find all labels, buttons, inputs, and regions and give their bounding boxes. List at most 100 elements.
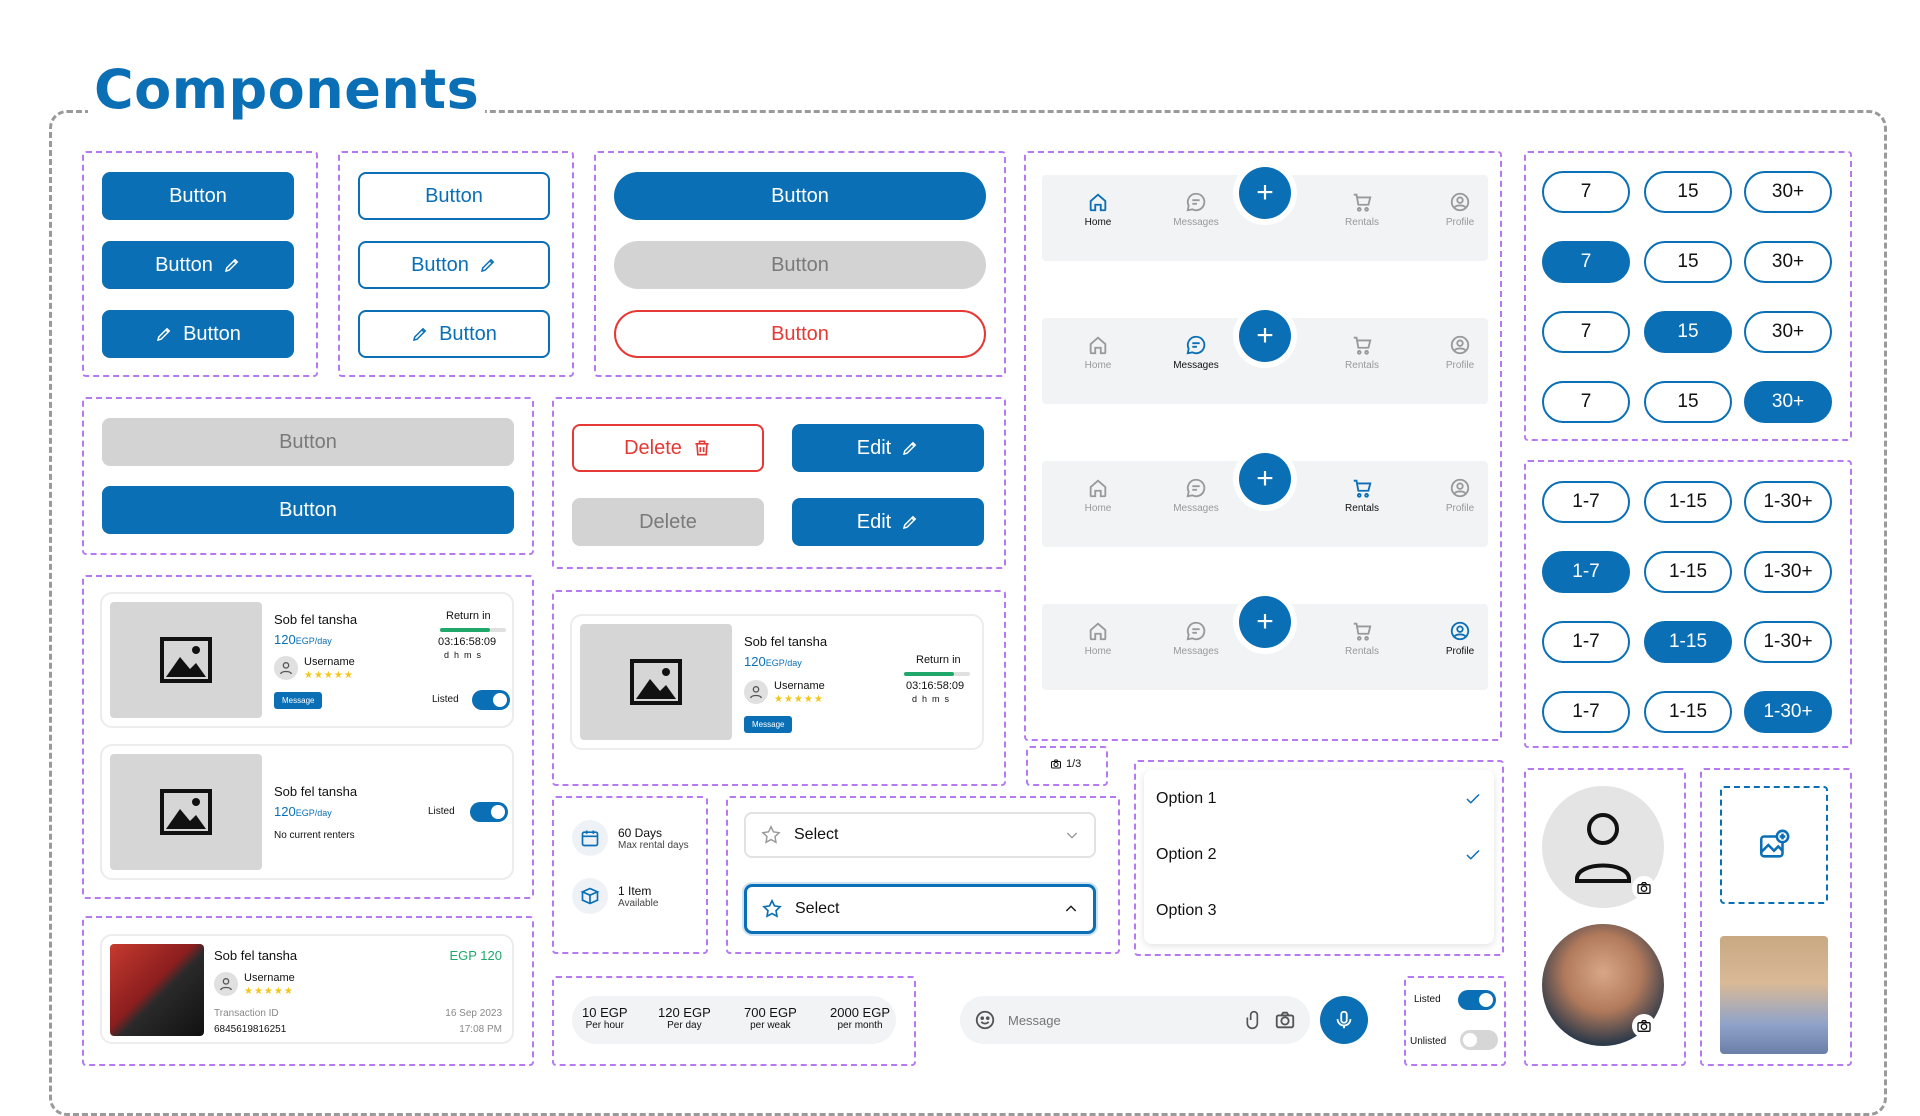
nav-item-messages[interactable]: Messages bbox=[1156, 191, 1236, 228]
duration-chip[interactable]: 15 bbox=[1644, 311, 1732, 353]
rental-card-detail[interactable]: Sob fel tansha 120EGP/day Username ★★★★★… bbox=[570, 614, 984, 750]
range-chip[interactable]: 1-30+ bbox=[1744, 691, 1832, 733]
add-fab-button[interactable]: + bbox=[1239, 453, 1291, 505]
no-renters-text: No current renters bbox=[274, 830, 355, 841]
duration-chip[interactable]: 30+ bbox=[1744, 171, 1832, 213]
transaction-card[interactable]: Sob fel tansha EGP 120 Username ★★★★★ Tr… bbox=[100, 934, 514, 1044]
listed-toggle[interactable] bbox=[470, 802, 508, 822]
message-button[interactable]: Message bbox=[744, 716, 793, 733]
range-chip[interactable]: 1-15 bbox=[1644, 551, 1732, 593]
nav-item-rentals[interactable]: Rentals bbox=[1322, 477, 1402, 514]
add-image-button[interactable] bbox=[1720, 786, 1828, 904]
duration-chip[interactable]: 30+ bbox=[1744, 311, 1832, 353]
mic-button[interactable] bbox=[1320, 996, 1368, 1044]
duration-chip[interactable]: 30+ bbox=[1744, 381, 1832, 423]
clip-icon[interactable] bbox=[1244, 1010, 1264, 1030]
add-fab-button[interactable]: + bbox=[1239, 167, 1291, 219]
nav-item-messages[interactable]: Messages bbox=[1156, 477, 1236, 514]
nav-item-home[interactable]: Home bbox=[1058, 620, 1138, 657]
add-fab-button[interactable]: + bbox=[1239, 310, 1291, 362]
wide-button-primary[interactable]: Button bbox=[102, 486, 514, 534]
nav-item-rentals[interactable]: Rentals bbox=[1322, 191, 1402, 228]
nav-item-home[interactable]: Home bbox=[1058, 477, 1138, 514]
unlisted-toggle[interactable] bbox=[1460, 1030, 1498, 1050]
solid-button-with-trailing-icon[interactable]: Button bbox=[102, 241, 294, 289]
nav-item-home[interactable]: Home bbox=[1058, 191, 1138, 228]
nav-item-profile[interactable]: Profile bbox=[1420, 477, 1500, 514]
delete-button[interactable]: Delete bbox=[572, 424, 764, 472]
listed-toggle[interactable] bbox=[472, 690, 510, 710]
nav-item-rentals[interactable]: Rentals bbox=[1322, 334, 1402, 371]
range-chip[interactable]: 1-15 bbox=[1644, 621, 1732, 663]
nav-item-rentals[interactable]: Rentals bbox=[1322, 620, 1402, 657]
range-chip[interactable]: 1-30+ bbox=[1744, 621, 1832, 663]
avatar-group bbox=[1524, 768, 1686, 1066]
add-fab-button[interactable]: + bbox=[1239, 596, 1291, 648]
duration-chip[interactable]: 15 bbox=[1644, 241, 1732, 283]
camera-icon[interactable] bbox=[1274, 1009, 1296, 1031]
box-icon-wrap bbox=[572, 878, 608, 914]
message-field[interactable] bbox=[1006, 1011, 1234, 1029]
select-open[interactable]: Select bbox=[744, 884, 1096, 934]
pill-button-disabled[interactable]: Button bbox=[614, 241, 986, 289]
rental-card-active[interactable]: Sob fel tansha 120EGP/day Username ★★★★★… bbox=[100, 592, 514, 728]
pill-button-primary[interactable]: Button bbox=[614, 172, 986, 220]
pill-button-danger[interactable]: Button bbox=[614, 310, 986, 358]
duration-chip[interactable]: 7 bbox=[1542, 311, 1630, 353]
nav-item-home[interactable]: Home bbox=[1058, 334, 1138, 371]
pencil-icon bbox=[224, 258, 239, 273]
solid-button-with-leading-icon[interactable]: Button bbox=[102, 310, 294, 358]
range-chip[interactable]: 1-7 bbox=[1542, 551, 1630, 593]
range-chip[interactable]: 1-7 bbox=[1542, 621, 1630, 663]
pricing-bar bbox=[572, 996, 896, 1044]
edit-button-secondary[interactable]: Edit bbox=[792, 498, 984, 546]
dropdown-option-3[interactable]: Option 3 bbox=[1156, 902, 1217, 919]
return-progress bbox=[904, 672, 970, 676]
duration-chip[interactable]: 15 bbox=[1644, 381, 1732, 423]
outline-button-with-trailing-icon[interactable]: Button bbox=[358, 241, 550, 289]
duration-chip[interactable]: 7 bbox=[1542, 381, 1630, 423]
solid-button[interactable]: Button bbox=[102, 172, 294, 220]
rental-card-idle[interactable]: Sob fel tansha 120EGP/day No current ren… bbox=[100, 744, 514, 880]
image-placeholder bbox=[110, 602, 262, 718]
nav-item-profile[interactable]: Profile bbox=[1420, 334, 1500, 371]
edit-button[interactable]: Edit bbox=[792, 424, 984, 472]
pricing-unit: Per day bbox=[667, 1020, 702, 1031]
message-input[interactable] bbox=[960, 996, 1310, 1044]
camera-icon[interactable] bbox=[1632, 876, 1656, 900]
dropdown-option-1[interactable]: Option 1 bbox=[1156, 790, 1482, 808]
range-chip[interactable]: 1-7 bbox=[1542, 691, 1630, 733]
unlisted-label: Unlisted bbox=[1410, 1036, 1447, 1047]
outline-button[interactable]: Button bbox=[358, 172, 550, 220]
nav-item-profile[interactable]: Profile bbox=[1420, 191, 1500, 228]
range-chip[interactable]: 1-30+ bbox=[1744, 481, 1832, 523]
range-chip[interactable]: 1-15 bbox=[1644, 481, 1732, 523]
range-chip[interactable]: 1-15 bbox=[1644, 691, 1732, 733]
emoji-icon[interactable] bbox=[974, 1009, 996, 1031]
listed-label: Listed bbox=[428, 806, 455, 817]
duration-chip[interactable]: 7 bbox=[1542, 241, 1630, 283]
delete-button-disabled[interactable]: Delete bbox=[572, 498, 764, 546]
nav-item-label: Home bbox=[1084, 360, 1112, 371]
duration-chip[interactable]: 30+ bbox=[1744, 241, 1832, 283]
message-button[interactable]: Message bbox=[274, 692, 323, 709]
uploaded-image[interactable] bbox=[1720, 936, 1828, 1054]
select-closed[interactable]: Select bbox=[744, 812, 1096, 858]
nav-item-messages[interactable]: Messages bbox=[1156, 334, 1236, 371]
camera-icon[interactable] bbox=[1632, 1014, 1656, 1038]
dropdown-option-2[interactable]: Option 2 bbox=[1156, 846, 1482, 864]
range-chip[interactable]: 1-30+ bbox=[1744, 551, 1832, 593]
range-chip[interactable]: 1-7 bbox=[1542, 481, 1630, 523]
wide-button-disabled[interactable]: Button bbox=[102, 418, 514, 466]
nav-item-messages[interactable]: Messages bbox=[1156, 620, 1236, 657]
nav-item-profile[interactable]: Profile bbox=[1420, 620, 1500, 657]
listed-toggle[interactable] bbox=[1458, 990, 1496, 1010]
duration-chip[interactable]: 15 bbox=[1644, 171, 1732, 213]
outline-button-with-leading-icon[interactable]: Button bbox=[358, 310, 550, 358]
duration-chip[interactable]: 7 bbox=[1542, 171, 1630, 213]
transaction-image bbox=[110, 944, 204, 1036]
